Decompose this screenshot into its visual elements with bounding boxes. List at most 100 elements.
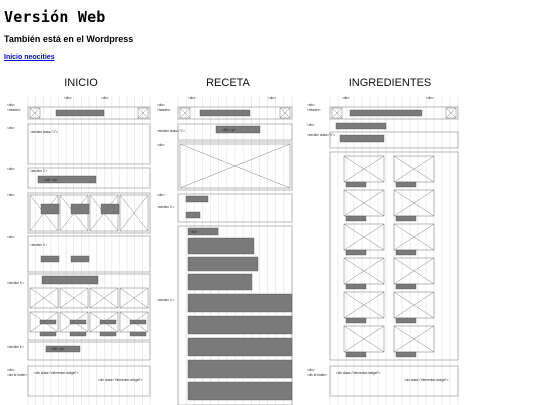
ingredient-name bbox=[345, 249, 367, 256]
ingredient-name bbox=[395, 249, 417, 256]
wire-label: <h2> bbox=[190, 230, 197, 234]
wireframe-ingredientes: <div><header><div><div><div><section cla… bbox=[306, 96, 474, 405]
wire-label: <div> bbox=[7, 103, 15, 107]
content-block bbox=[187, 256, 259, 272]
content-block bbox=[129, 331, 147, 337]
hero-title bbox=[37, 175, 97, 184]
placeholder-line bbox=[343, 325, 385, 353]
page-subtitle: También está en el Wordpress bbox=[4, 34, 134, 44]
wire-label: <div class="elementor-widget"> bbox=[34, 371, 79, 375]
wire-label: <section 4 > bbox=[30, 243, 48, 247]
section-6 bbox=[27, 341, 151, 361]
placeholder-line bbox=[343, 155, 385, 183]
footer-box bbox=[329, 365, 459, 397]
wire-label: <div class="elementor-widget"> bbox=[98, 378, 143, 382]
placeholder-line bbox=[393, 223, 435, 251]
wire-label: <header> bbox=[307, 108, 321, 112]
ingredient-name bbox=[345, 181, 367, 188]
wire-label: <div id footer> bbox=[7, 373, 27, 377]
recipe-hero bbox=[177, 141, 293, 191]
placeholder-line bbox=[343, 223, 385, 251]
placeholder-line bbox=[343, 257, 385, 285]
section-5-title bbox=[41, 275, 99, 285]
section-1 bbox=[177, 123, 293, 141]
section-1 bbox=[27, 123, 151, 165]
column-title-inicio: INICIO bbox=[64, 77, 98, 89]
wire-label: <div class="elementor-widget"> bbox=[336, 371, 381, 375]
ingredient-name bbox=[395, 181, 417, 188]
content-block bbox=[129, 319, 147, 325]
wire-label: <div> bbox=[342, 96, 350, 100]
image-placeholder bbox=[179, 143, 291, 189]
wire-label: <section 6 > bbox=[7, 345, 25, 349]
column-title-ingredientes: INGREDIENTES bbox=[348, 77, 432, 89]
wire-label: <div> bbox=[188, 96, 196, 100]
wire-label: <div> bbox=[64, 96, 72, 100]
placeholder-line bbox=[331, 107, 343, 119]
wireframe-receta: <div><header><div><div><section class="1… bbox=[156, 96, 306, 405]
image-placeholder bbox=[29, 287, 59, 309]
content-block bbox=[70, 203, 90, 215]
content-block bbox=[70, 255, 90, 263]
placeholder-line bbox=[393, 291, 435, 319]
wire-label: <div> bbox=[307, 123, 315, 127]
content-block bbox=[69, 331, 87, 337]
nav-bar bbox=[55, 109, 105, 117]
placeholder-line bbox=[89, 311, 119, 333]
image-placeholder bbox=[279, 107, 291, 119]
step-block bbox=[187, 381, 293, 401]
placeholder-line bbox=[29, 107, 41, 119]
placeholder-line bbox=[279, 107, 291, 119]
wire-label: <section 2 > bbox=[30, 169, 48, 173]
image-placeholder bbox=[119, 194, 149, 232]
ingredient-name bbox=[395, 215, 417, 222]
wire-label: <div> bbox=[307, 103, 315, 107]
image-placeholder bbox=[119, 287, 149, 309]
placeholder-line bbox=[89, 287, 119, 309]
section-5 bbox=[27, 273, 151, 341]
placeholder-line bbox=[393, 155, 435, 183]
wireframe-inicio: <div><header><div><div><div><section cla… bbox=[6, 96, 154, 405]
placeholder-line bbox=[445, 107, 457, 119]
step-block bbox=[187, 293, 293, 313]
section-2 bbox=[27, 167, 151, 189]
placeholder-line bbox=[393, 189, 435, 217]
image-placeholder bbox=[29, 107, 41, 119]
placeholder-line bbox=[59, 311, 89, 333]
section-4 bbox=[27, 235, 151, 273]
wire-label: <div> bbox=[157, 193, 165, 197]
placeholder-line bbox=[59, 287, 89, 309]
image-placeholder bbox=[331, 107, 343, 119]
placeholder-line bbox=[179, 143, 291, 189]
wire-label: <div> bbox=[7, 126, 15, 130]
wire-label: <div> bbox=[268, 96, 276, 100]
wire-label: <div> bbox=[7, 193, 15, 197]
column-title-receta: RECETA bbox=[206, 77, 250, 89]
wire-label: <h1> <p> bbox=[222, 128, 236, 132]
ingredient-name bbox=[395, 283, 417, 290]
step-block bbox=[187, 359, 293, 379]
header-box bbox=[177, 106, 293, 120]
wire-label: <div class="elementor-widget"> bbox=[404, 378, 449, 382]
wire-label: <section class="1"> bbox=[30, 130, 58, 134]
placeholder-line bbox=[119, 311, 149, 333]
image-placeholder bbox=[445, 107, 457, 119]
header-box bbox=[27, 106, 151, 120]
home-link[interactable]: Inicio neocities bbox=[4, 54, 55, 61]
ingredient-name bbox=[345, 283, 367, 290]
placeholder-line bbox=[137, 107, 149, 119]
wire-label: <div> bbox=[7, 167, 15, 171]
section-6-title bbox=[45, 345, 81, 353]
wire-label: <section class="1"> bbox=[307, 133, 335, 137]
ingredient-name bbox=[345, 215, 367, 222]
content-block bbox=[187, 273, 253, 291]
carousel bbox=[27, 192, 151, 234]
ingredients-title bbox=[187, 227, 219, 236]
nav-bar bbox=[349, 109, 423, 117]
page-heading bbox=[335, 122, 387, 130]
placeholder-line bbox=[179, 107, 191, 119]
ingredient-name bbox=[395, 317, 417, 324]
section-3 bbox=[177, 193, 293, 223]
ingredient-name bbox=[345, 317, 367, 324]
placeholder-line bbox=[393, 257, 435, 285]
